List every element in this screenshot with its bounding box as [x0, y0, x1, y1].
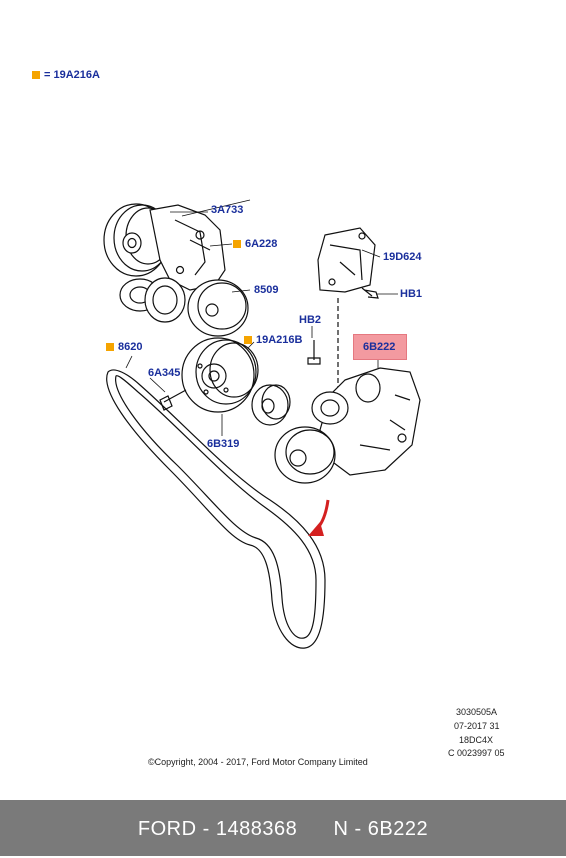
exploded-view-diagram — [103, 199, 421, 649]
callout-8620: 8620 — [106, 341, 142, 353]
callout-marker — [244, 336, 252, 344]
copyright-notice: ©Copyright, 2004 - 2017, Ford Motor Comp… — [148, 757, 368, 767]
meta-line-2: 07-2017 31 — [454, 721, 500, 731]
ac-compressor — [274, 367, 421, 484]
callout-6a228: 6A228 — [233, 238, 277, 250]
legend: = 19A216A — [32, 69, 100, 81]
footer-bar: FORD - 1488368 N - 6B222 — [0, 800, 566, 856]
meta-line-1: 3030505A — [456, 707, 498, 717]
bracket-19d624 — [317, 227, 376, 293]
highlighted-part-6b222: 6B222 — [353, 334, 407, 360]
meta-line-4: C 0023997 05 — [448, 748, 505, 758]
idler-pulley-lower — [251, 384, 291, 426]
callout-6a345: 6A345 — [148, 367, 181, 379]
callout-marker — [233, 240, 241, 248]
bolt-hb1 — [361, 287, 379, 299]
callout-8509: 8509 — [254, 284, 279, 296]
callout-hb1: HB1 — [400, 288, 423, 300]
bolt-hb2 — [307, 340, 321, 365]
callout-19a216b: 19A216B — [244, 334, 302, 346]
callout-19d624: 19D624 — [383, 251, 422, 263]
crankshaft-pulley — [181, 337, 259, 413]
callout-3a733: 3A733 — [211, 204, 244, 216]
callout-marker — [106, 343, 114, 351]
callout-6b222: 6B222 — [363, 341, 396, 353]
rotation-arrow — [308, 499, 330, 536]
part-number-caption: FORD - 1488368 N - 6B222 — [137, 818, 429, 840]
callout-8620-text: 8620 — [118, 341, 143, 353]
callout-6a228-text: 6A228 — [245, 238, 278, 250]
legend-marker — [32, 71, 40, 79]
legend-text: = 19A216A — [44, 69, 100, 81]
callout-19a216b-text: 19A216B — [256, 334, 303, 346]
tensioner-bracket — [149, 204, 226, 291]
leader-lines — [125, 211, 398, 436]
meta-line-3: 18DC4X — [459, 735, 494, 745]
callout-6b319: 6B319 — [207, 438, 240, 450]
idler-pulley-upper — [187, 279, 249, 337]
crank-bolt — [159, 389, 187, 411]
callout-hb2: HB2 — [299, 314, 322, 326]
tensioner-assembly — [119, 277, 186, 323]
drive-belt — [106, 369, 326, 649]
